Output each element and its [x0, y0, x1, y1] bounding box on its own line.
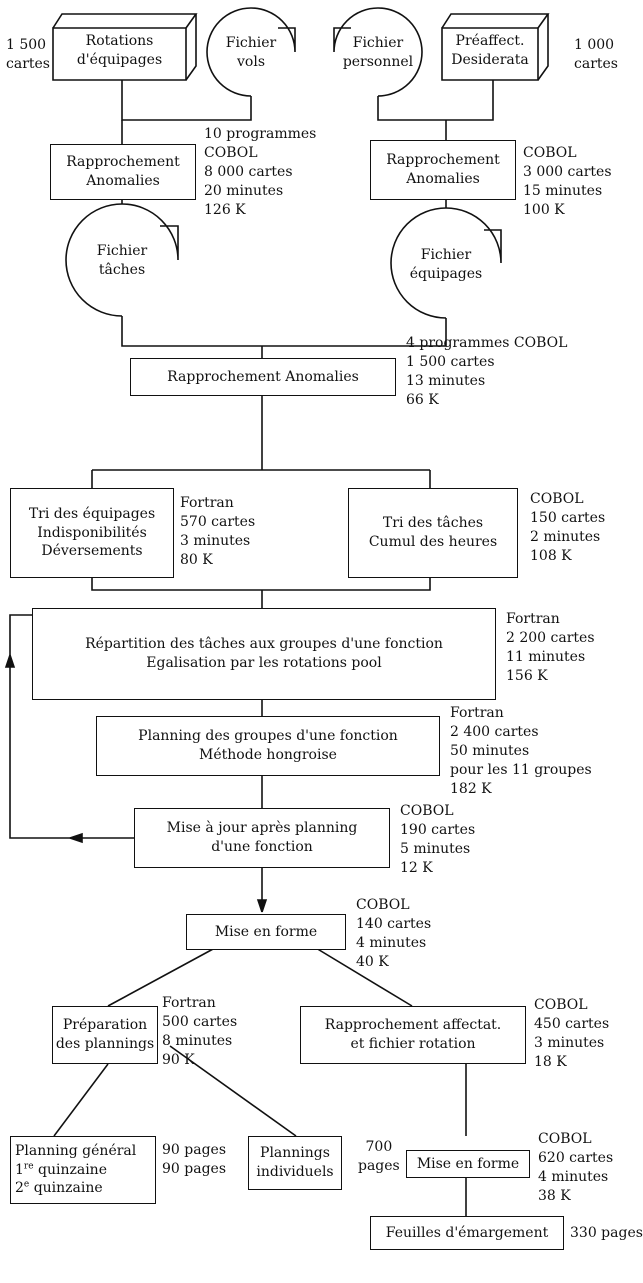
mise-en-forme-2-box: Mise en forme: [406, 1150, 530, 1178]
preparation-box: Préparation des plannings: [52, 1006, 158, 1064]
rapprochement-affectat-note: COBOL 450 cartes 3 minutes 18 K: [534, 997, 610, 1070]
file-shape-vols: [206, 7, 296, 97]
rotations-card-deck: Rotations d'équipages: [76, 33, 163, 68]
repartition-note: Fortran 2 200 cartes 11 minutes 156 K: [506, 611, 595, 684]
planning-groupes-note: Fortran 2 400 cartes 50 minutes pour les…: [450, 705, 592, 797]
planning-general-note: 90 pages 90 pages: [162, 1142, 227, 1177]
feuilles-emargement-note: 330 pages: [570, 1225, 643, 1241]
planning-general-line-3: 2e quinzaine: [15, 1179, 103, 1197]
mise-en-forme-box: Mise en forme: [186, 914, 346, 950]
mise-en-forme-note: COBOL 140 cartes 4 minutes 40 K: [356, 897, 432, 970]
rapprochement-left-note: 10 programmes COBOL 8 000 cartes 20 minu…: [204, 126, 317, 218]
rapprochement-right-box: Rapprochement Anomalies: [370, 140, 516, 200]
card-deck-shape-rotations: [52, 13, 198, 81]
tri-taches-box: Tri des tâches Cumul des heures: [348, 488, 518, 578]
mise-en-forme-2-note: COBOL 620 cartes 4 minutes 38 K: [538, 1131, 614, 1204]
tri-taches-note: COBOL 150 cartes 2 minutes 108 K: [530, 491, 606, 564]
rapprochement-central-box: Rapprochement Anomalies: [130, 358, 396, 396]
card-deck-shape-preaffect: [441, 13, 550, 81]
repartition-box: Répartition des tâches aux groupes d'une…: [32, 608, 496, 700]
rapprochement-left-box: Rapprochement Anomalies: [50, 144, 196, 200]
planning-groupes-box: Planning des groupes d'une fonction Méth…: [96, 716, 440, 776]
fichier-equipages-file: Fichier équipages: [409, 247, 483, 282]
tri-equipages-box: Tri des équipages Indisponibilités Déver…: [10, 488, 174, 578]
rotations-side-note: 1 500 cartes: [6, 37, 50, 72]
rapprochement-central-note: 4 programmes COBOL 1 500 cartes 13 minut…: [406, 335, 568, 408]
tri-equipages-note: Fortran 570 cartes 3 minutes 80 K: [180, 495, 256, 568]
mise-a-jour-box: Mise à jour après planning d'une fonctio…: [134, 808, 390, 868]
plannings-individuels-box: Plannings individuels: [248, 1136, 342, 1190]
rapprochement-affectat-box: Rapprochement affectat. et fichier rotat…: [300, 1006, 526, 1064]
fichier-vols-file: Fichier vols: [225, 35, 277, 70]
file-shape-equipages: [390, 207, 502, 319]
preaffect-side-note: 1 000 cartes: [574, 37, 618, 72]
plannings-individuels-note: 700 pages: [358, 1139, 400, 1174]
preparation-note: Fortran 500 cartes 8 minutes 90 K: [162, 995, 238, 1068]
file-shape-personnel: [333, 7, 423, 97]
fichier-personnel-file: Fichier personnel: [342, 35, 414, 70]
planning-general-box: Planning général 1re quinzaine 2e quinza…: [10, 1136, 156, 1204]
rapprochement-right-note: COBOL 3 000 cartes 15 minutes 100 K: [523, 145, 612, 218]
fichier-taches-file: Fichier tâches: [96, 243, 148, 278]
mise-a-jour-note: COBOL 190 cartes 5 minutes 12 K: [400, 803, 476, 876]
file-shape-taches: [65, 203, 179, 317]
preaffect-card-deck: Préaffect. Desiderata: [451, 33, 529, 68]
planning-general-line-2: 1re quinzaine: [15, 1160, 107, 1178]
feuilles-emargement-box: Feuilles d'émargement: [370, 1216, 564, 1250]
